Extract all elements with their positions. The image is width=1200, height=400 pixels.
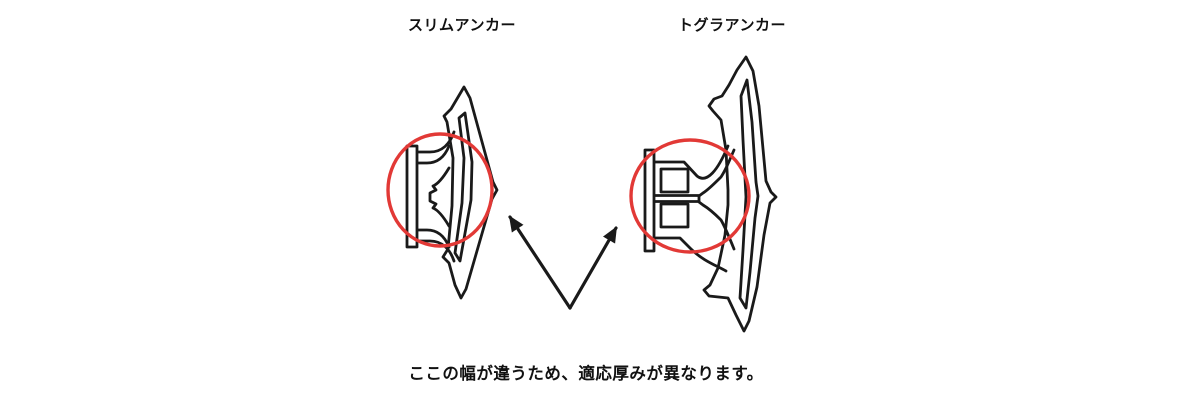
toggle-anchor-top-strap — [652, 144, 730, 180]
slim-anchor-flange — [405, 144, 419, 249]
toggle-anchor-bottom-strap — [652, 236, 728, 273]
right-figure-label: トグラアンカー — [678, 17, 786, 34]
caption-text: ここの幅が違うため、適応厚みが異なります。 — [408, 365, 764, 383]
left-figure-label: スリムアンカー — [408, 17, 516, 34]
toggle-anchor-channel-bottom — [659, 202, 690, 229]
toggle-anchor-wing — [702, 55, 778, 333]
highlight-circle-right — [629, 138, 751, 254]
slim-anchor-drawing — [405, 85, 499, 300]
slim-anchor-cone — [428, 166, 451, 228]
toggle-anchor-flange — [643, 148, 656, 253]
slim-anchor-top-strap-inner — [415, 144, 451, 165]
arrow-to-right-circle — [568, 226, 618, 310]
toggle-anchor-screw-shaft — [650, 194, 701, 203]
toggle-anchor-drawing — [643, 55, 778, 333]
highlight-circle-left — [386, 132, 494, 248]
pointer-arrows — [508, 215, 618, 310]
toggle-anchor-cone — [697, 148, 736, 251]
toggle-anchor-channel-top — [659, 167, 690, 194]
arrow-to-left-circle — [508, 215, 572, 310]
slim-anchor-wing-slot — [453, 111, 474, 263]
